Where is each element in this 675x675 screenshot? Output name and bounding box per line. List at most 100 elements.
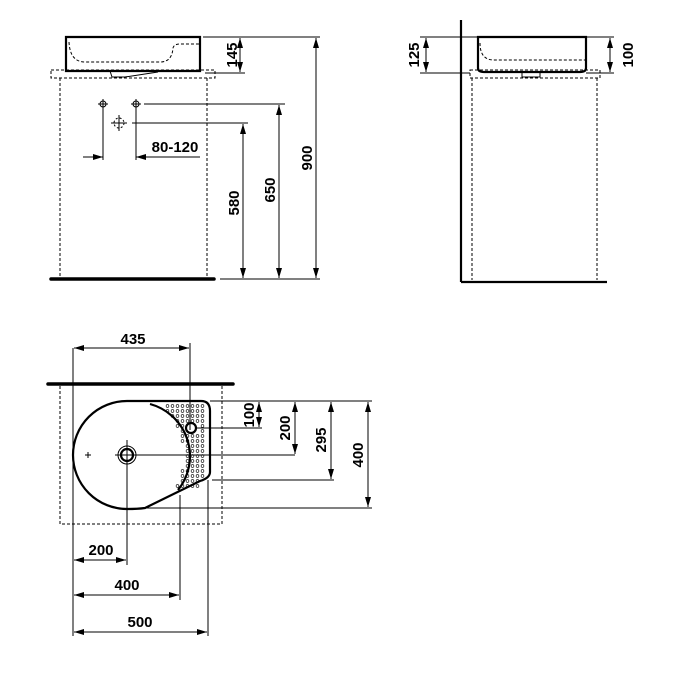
texture-dot: [180, 479, 185, 483]
dim-400-depth: 400: [350, 442, 367, 467]
texture-dot: [195, 409, 200, 413]
texture-dot: [180, 409, 185, 413]
dot-pattern: [165, 404, 205, 488]
texture-dot: [190, 434, 195, 438]
texture-dot: [190, 479, 195, 483]
texture-dot: [180, 414, 185, 418]
texture-dot: [180, 419, 185, 423]
dim-500: 500: [127, 614, 152, 631]
texture-dot: [185, 434, 190, 438]
texture-dot: [200, 424, 205, 428]
dim-100: 100: [620, 42, 637, 67]
texture-dot: [195, 439, 200, 443]
texture-dot: [180, 429, 185, 433]
texture-dot: [195, 434, 200, 438]
texture-dot: [185, 439, 190, 443]
texture-dot: [185, 414, 190, 418]
texture-dot: [195, 444, 200, 448]
texture-dot: [185, 404, 190, 408]
texture-dot: [200, 449, 205, 453]
texture-dot: [195, 479, 200, 483]
texture-dot: [170, 409, 175, 413]
dim-200-depth: 200: [277, 415, 294, 440]
dim-580: 580: [226, 190, 243, 215]
texture-dot: [200, 434, 205, 438]
texture-dot: [180, 474, 185, 478]
dim-125: 125: [406, 42, 423, 67]
texture-dot: [195, 414, 200, 418]
tap-holes: [98, 99, 141, 131]
dim-400-width: 400: [114, 577, 139, 594]
texture-dot: [175, 414, 180, 418]
dim-80-120: 80-120: [152, 139, 199, 156]
basin-inner-dashed: [68, 41, 199, 63]
texture-dot: [180, 469, 185, 473]
texture-dot: [170, 414, 175, 418]
texture-dot: [180, 404, 185, 408]
texture-dot: [200, 474, 205, 478]
texture-dot: [200, 439, 205, 443]
texture-dot: [170, 404, 175, 408]
dim-100: 100: [241, 402, 258, 427]
dim-435: 435: [120, 331, 145, 348]
waste-outlet: [109, 70, 159, 78]
texture-dot: [195, 404, 200, 408]
dim-200-width: 200: [88, 542, 113, 559]
texture-dot: [175, 409, 180, 413]
texture-dot: [190, 464, 195, 468]
texture-dot: [185, 449, 190, 453]
dim-650: 650: [262, 177, 279, 202]
texture-dot: [195, 469, 200, 473]
texture-dot: [165, 409, 170, 413]
texture-dot: [190, 419, 195, 423]
counter-top: [469, 69, 601, 79]
texture-dot: [195, 464, 200, 468]
texture-dot: [200, 414, 205, 418]
texture-dot: [180, 484, 185, 488]
texture-dot: [165, 404, 170, 408]
texture-dot: [175, 484, 180, 488]
texture-dot: [175, 419, 180, 423]
basin-outline: [64, 35, 202, 73]
texture-dot: [195, 474, 200, 478]
texture-dot: [200, 409, 205, 413]
tap-hole: [184, 421, 198, 435]
cabinet: [59, 78, 208, 276]
texture-dot: [185, 459, 190, 463]
texture-dot: [190, 409, 195, 413]
texture-dot: [180, 439, 185, 443]
texture-dot: [195, 449, 200, 453]
texture-dot: [190, 469, 195, 473]
texture-dot: [190, 444, 195, 448]
texture-dot: [190, 404, 195, 408]
texture-dot: [185, 484, 190, 488]
texture-dot: [200, 419, 205, 423]
texture-dot: [185, 479, 190, 483]
texture-dot: [190, 474, 195, 478]
texture-dot: [195, 419, 200, 423]
texture-dot: [185, 409, 190, 413]
texture-dot: [200, 464, 205, 468]
front-view: 145 900 650 580 80-120: [49, 35, 320, 281]
texture-dot: [195, 484, 200, 488]
cabinet: [471, 78, 598, 280]
texture-dot: [195, 459, 200, 463]
texture-dot: [185, 474, 190, 478]
texture-dot: [175, 424, 180, 428]
side-view: 125 100: [406, 20, 637, 284]
texture-dot: [190, 459, 195, 463]
texture-dot: [200, 404, 205, 408]
texture-dot: [180, 424, 185, 428]
dim-295: 295: [313, 427, 330, 452]
basin-outline: [476, 35, 588, 74]
texture-dot: [200, 469, 205, 473]
dim-145: 145: [224, 42, 241, 67]
plan-view: 435 100 200 295 400 200 400 500: [46, 331, 372, 636]
basin-outline: [71, 399, 212, 511]
texture-dot: [190, 414, 195, 418]
texture-dot: [190, 449, 195, 453]
texture-dot: [200, 429, 205, 433]
texture-dot: [190, 484, 195, 488]
texture-dot: [180, 434, 185, 438]
